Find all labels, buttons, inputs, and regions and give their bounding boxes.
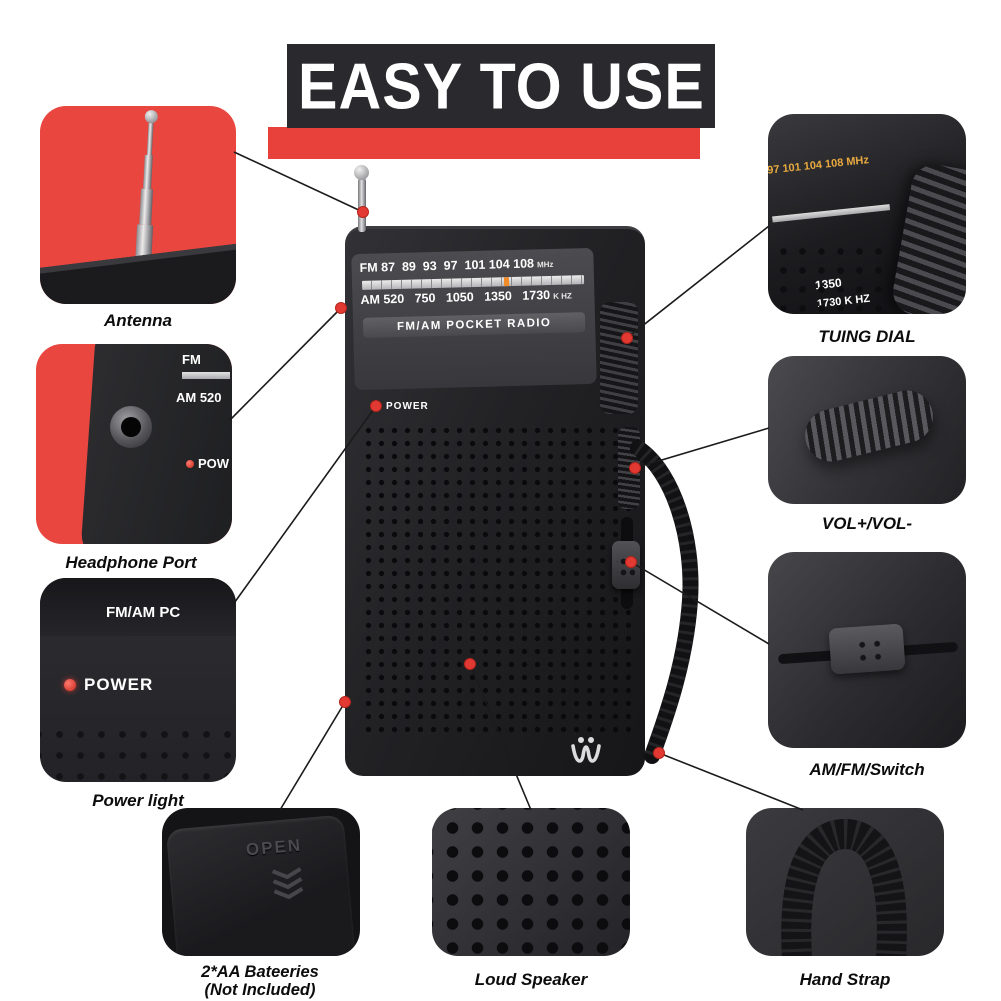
power-led [372,402,380,411]
callout-tuning-dial: 97 101 104 108 MHz 1350 1730 K HZ RADIO [768,114,966,314]
panel-fragment [40,578,236,636]
label-hand-strap: Hand Strap [799,970,891,989]
am-unit: K HZ [553,291,572,301]
brand-fragment: FM/AM PC [106,604,181,621]
battery-door [165,814,357,956]
hand-strap-weave [633,441,699,759]
tuning-scale-marker [503,277,510,287]
dial-scale-bar [772,204,891,223]
dial-scale-fragment [182,372,230,379]
dial-fragment-fm: FM [182,352,201,367]
banner-title: EASY TO USE [297,49,705,123]
callout-volume [768,356,966,504]
speaker-holes-closeup [432,808,630,956]
antenna-tip [354,165,369,180]
radio-brand-text: FM/AM POCKET RADIO [362,312,586,338]
switch-grip-dots [617,554,635,576]
switch-grip-dots-closeup [851,634,883,664]
callout-loud-speaker [432,808,630,956]
brand-logo-icon [571,737,601,763]
dial-fragment-am: AM 520 [176,390,222,405]
power-led-closeup [64,679,76,691]
label-headphone-port: Headphone Port [65,553,197,572]
line-volume [634,427,770,469]
tuning-wheel [600,302,638,414]
power-indicator-row: POWER [372,401,429,412]
label-volume: VOL+/VOL- [821,514,913,533]
antenna-rod [358,178,366,232]
callout-antenna [40,106,236,304]
callout-headphone-port: FM AM 520 POW [36,344,232,544]
power-label: POWER [386,401,429,412]
label-batteries: 2*AA Bateeries (Not Included) [201,963,319,999]
line-tuning-dial [626,225,770,339]
switch-knob-closeup [828,623,906,675]
label-antenna: Antenna [104,311,172,330]
tuning-wheel-closeup [889,160,966,314]
line-headphone [229,307,342,421]
banner: EASY TO USE [287,44,715,128]
hand-strap-path [630,440,699,764]
speaker-grille [359,421,631,733]
grille-dots-fragment [768,236,894,314]
battery-open-arrows-icon [271,867,304,900]
antenna-closeup [128,109,166,270]
fm-unit: MHz [536,259,554,270]
power-led-fragment [186,459,194,468]
callout-batteries: OPEN [162,808,360,956]
strap-loop-closeup [781,818,907,956]
line-antenna [233,151,364,213]
grille-dots-closeup [40,718,236,782]
label-loud-speaker: Loud Speaker [474,970,588,989]
dot-hand-strap [653,747,665,759]
label-power-light: Power light [92,791,184,810]
headphone-jack [110,406,152,448]
volume-wheel [618,427,640,509]
callout-power-light: FM/AM PC POWER [40,578,236,782]
power-fragment: POW [186,456,229,471]
banner-red-strip [268,127,700,159]
volume-wheel-closeup [799,385,939,467]
dial-fm-fragment: 97 101 104 108 MHz [768,154,870,177]
label-tuning-dial: TUING DIAL [818,327,916,346]
line-batteries [279,701,346,811]
power-label-closeup: POWER [84,675,154,694]
callout-hand-strap [746,808,944,956]
am-fm-switch-knob [612,541,640,589]
callout-am-fm-switch [768,552,966,748]
line-am-fm-switch [630,561,770,645]
label-am-fm-switch: AM/FM/Switch [809,760,925,779]
